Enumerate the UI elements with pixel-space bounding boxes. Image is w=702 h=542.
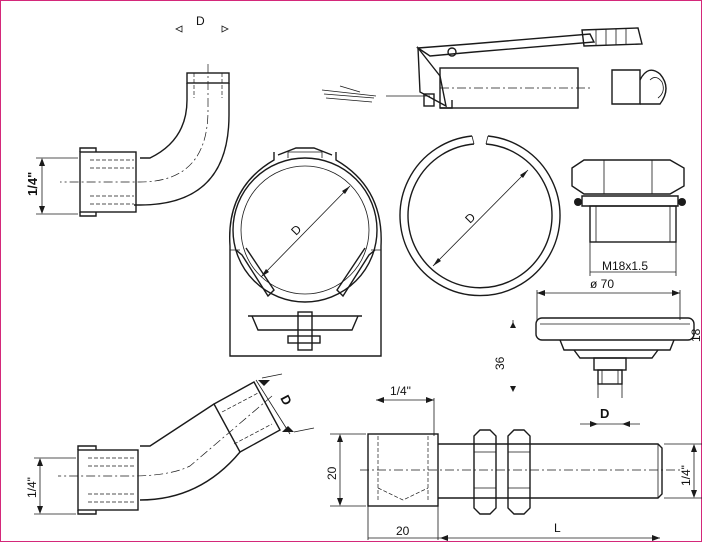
elbow-fitting-90: D 1/4" — [25, 14, 230, 217]
label-thread: M18x1.5 — [602, 259, 648, 273]
hex-plug: M18x1.5 — [571, 159, 686, 276]
label-quarter-inch-elbow1: 1/4" — [25, 172, 40, 196]
label-quarter-inch-right: 1/4" — [679, 465, 693, 486]
lever-valve-assembly — [321, 27, 667, 109]
threaded-adapter: 1/4" 20 20 L — [325, 384, 702, 541]
pressure-gauge-side: ø 70 D 18 36 — [493, 277, 702, 427]
split-ring: D — [399, 135, 561, 297]
label-quarter-inch-top: 1/4" — [390, 384, 411, 398]
label-dia70: ø 70 — [590, 277, 614, 291]
dim-arrow-right-icon — [221, 25, 229, 33]
dim-arrow-left-icon — [175, 25, 183, 33]
elbow-fitting-45: D 1/4" — [25, 373, 315, 515]
label-dim20-vertical: 20 — [325, 466, 339, 480]
label-dim-L: L — [554, 521, 561, 535]
label-d-clip: D — [288, 222, 304, 238]
label-dim20-horizontal: 20 — [396, 524, 410, 538]
label-d-gauge-stem: D — [600, 406, 609, 421]
label-d-elbow2: D — [277, 392, 295, 407]
label-d-top: D — [196, 14, 205, 28]
pipe-clip: D — [229, 147, 382, 357]
label-quarter-inch-elbow2: 1/4" — [25, 477, 39, 498]
label-dim36: 36 — [493, 356, 507, 370]
label-d-ring: D — [462, 210, 478, 226]
label-dim18: 18 — [689, 328, 702, 342]
